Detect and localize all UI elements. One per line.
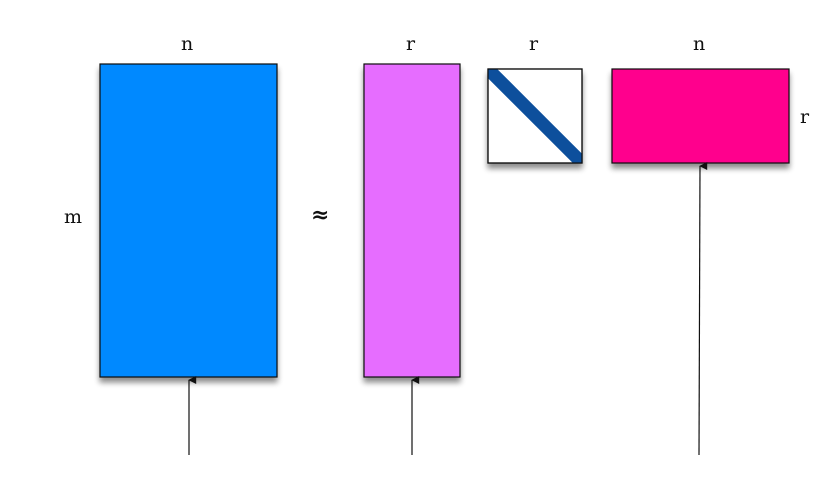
matrix-a-cols-label: n (181, 33, 194, 55)
matrix-u-cols-label: r (406, 33, 416, 55)
matrix-u-rect (363, 63, 461, 378)
matrix-sigma-diagonal (488, 69, 582, 163)
matrix-sigma-cols-label: r (529, 33, 539, 55)
matrix-vt-rows-label: r (800, 106, 810, 128)
up-arrow-icon (698, 162, 708, 456)
matrix-sigma (487, 68, 583, 164)
matrix-a-rows-label: m (64, 206, 83, 228)
matrix-a-rect (99, 63, 278, 378)
matrix-vt-rect (611, 68, 790, 164)
approx-symbol: ≈ (311, 202, 330, 228)
matrix-vt-cols-label: n (693, 33, 706, 55)
